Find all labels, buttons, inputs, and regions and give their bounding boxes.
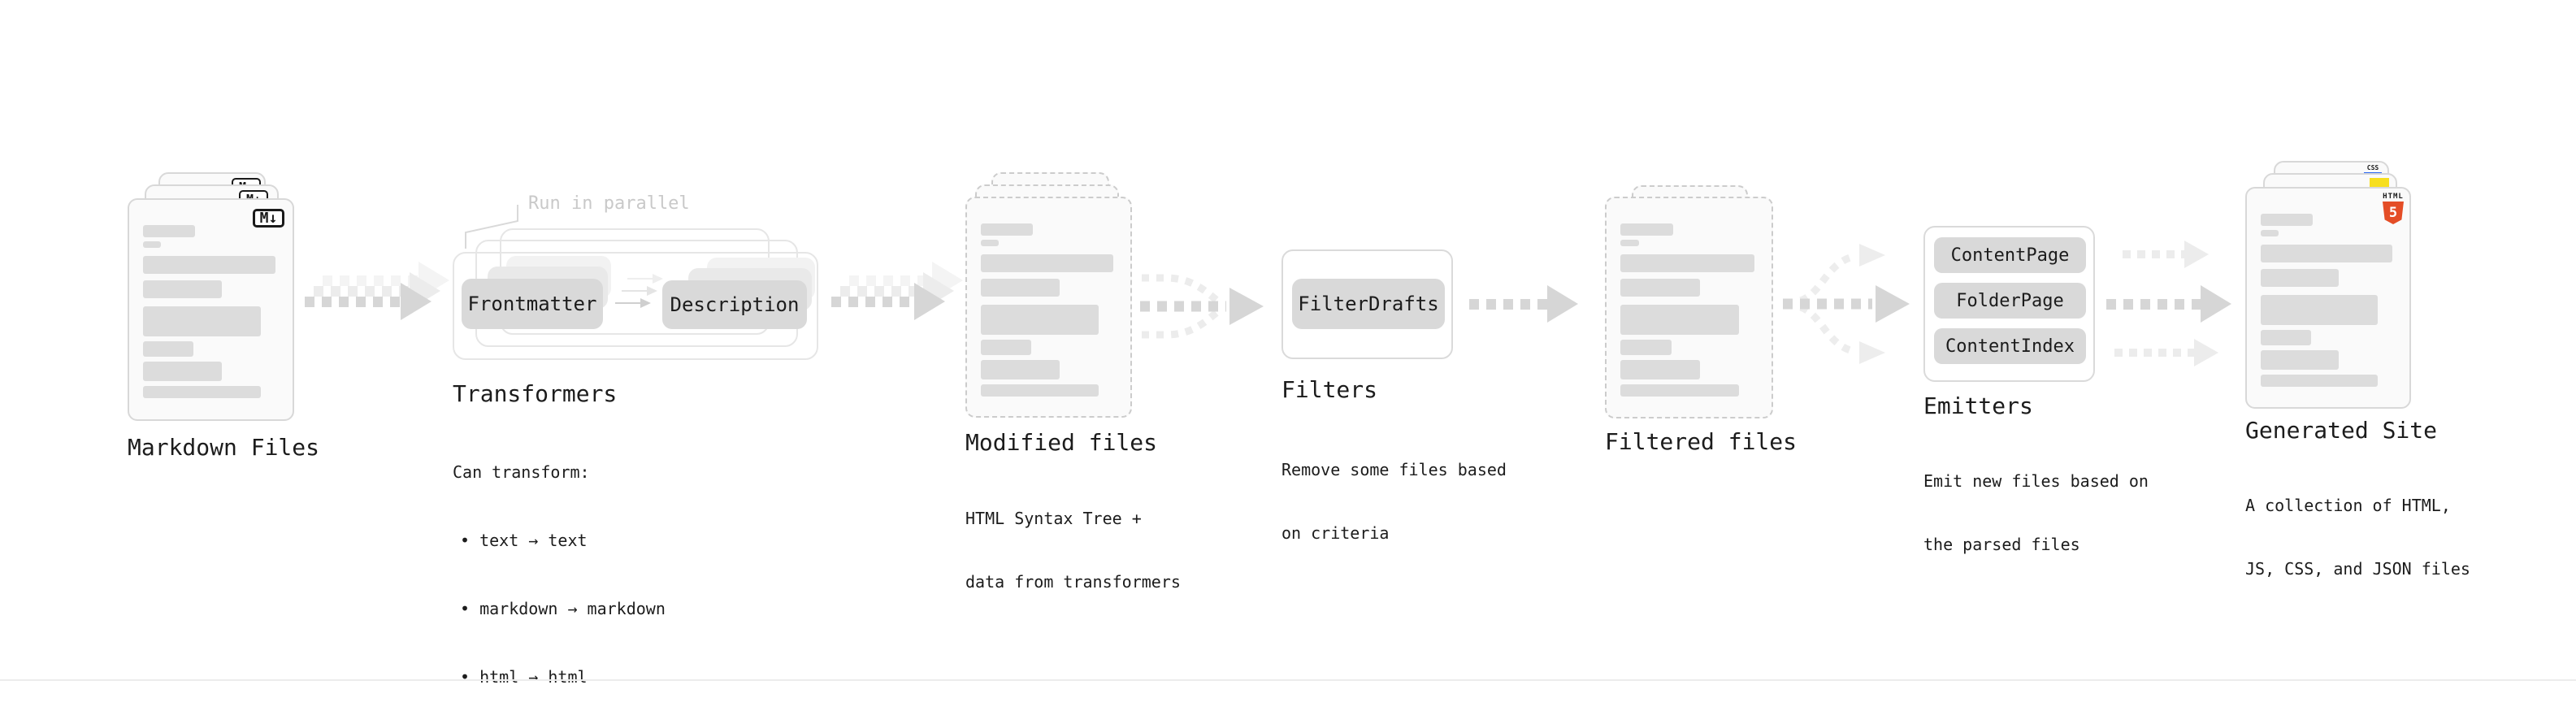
- frontmatter-pill: Frontmatter: [462, 279, 603, 329]
- note-line: HTML Syntax Tree +: [965, 509, 1142, 528]
- placeholder-line: [981, 223, 1034, 236]
- emitters-label: Emitters: [1923, 392, 2033, 419]
- placeholder-line: [143, 225, 196, 237]
- run-in-parallel-annotation: Run in parallel: [528, 193, 690, 214]
- placeholder-line: [981, 360, 1060, 379]
- placeholder-line: [981, 340, 1032, 355]
- placeholder-line: [2261, 269, 2339, 287]
- arrow-right-icon: [305, 283, 432, 320]
- mini-arrow-icon: [615, 298, 651, 308]
- filtered-files-label: Filtered files: [1605, 428, 1798, 455]
- placeholder-line: [981, 384, 1099, 397]
- note-line: • html → html: [460, 667, 588, 687]
- note-line: the parsed files: [1923, 535, 2080, 554]
- filterdrafts-pill: FilterDrafts: [1292, 279, 1445, 329]
- note-line: A collection of HTML,: [2245, 496, 2451, 515]
- mini-arrow-icon: [622, 286, 657, 296]
- description-pill: Description: [662, 280, 807, 329]
- arrow-right-icon: [831, 283, 945, 320]
- placeholder-line: [2261, 230, 2279, 236]
- placeholder-line: [143, 341, 194, 357]
- generated-site-label: Generated Site: [2245, 417, 2438, 444]
- transformers-notes: Can transform: • text → text • markdown …: [453, 415, 666, 711]
- arrow-filters-to-filtered: [1469, 285, 1578, 323]
- modified-files-label: Modified files: [965, 429, 1158, 456]
- arrow-emitter-top: [2123, 241, 2209, 268]
- bottom-edge-line: [0, 679, 2576, 681]
- markdown-icon: M↓: [253, 209, 284, 228]
- placeholder-line: [2261, 375, 2378, 387]
- filters-notes: Remove some files based on criteria: [1281, 417, 1507, 565]
- note-line: Emit new files based on: [1923, 471, 2149, 491]
- markdown-file-card-front: M↓: [128, 198, 294, 421]
- placeholder-line: [1620, 340, 1672, 355]
- placeholder-line: [1620, 223, 1674, 236]
- transformers-frame-front: [453, 252, 818, 360]
- arrow-filtered-to-emitters-fork: [1783, 244, 1910, 364]
- placeholder-line: [2261, 330, 2311, 345]
- js-badge-icon: [2370, 178, 2389, 188]
- placeholder-line: [143, 256, 275, 274]
- placeholder-line: [1620, 305, 1740, 335]
- placeholder-line: [2261, 245, 2392, 262]
- markdown-files-label: Markdown Files: [128, 434, 320, 461]
- placeholder-line: [1620, 360, 1700, 379]
- note-line: JS, CSS, and JSON files: [2245, 559, 2470, 579]
- contentpage-pill: ContentPage: [1934, 237, 2086, 273]
- filters-label: Filters: [1281, 376, 1378, 403]
- placeholder-line: [2261, 295, 2378, 325]
- mini-arrow-icon: [627, 274, 663, 284]
- modified-files-notes: HTML Syntax Tree + data from transformer…: [965, 466, 1181, 613]
- placeholder-line: [143, 386, 261, 398]
- generated-site-notes: A collection of HTML, JS, CSS, and JSON …: [2245, 453, 2470, 600]
- note-line: Can transform:: [453, 462, 590, 482]
- folderpage-pill: FolderPage: [1934, 283, 2086, 319]
- arrow-emitter-bottom: [2114, 339, 2218, 366]
- filtered-file-card-front: [1605, 197, 1773, 418]
- generated-file-card-front: HTML 5: [2245, 187, 2411, 409]
- placeholder-line: [1620, 384, 1740, 397]
- placeholder-line: [981, 240, 1000, 246]
- arrow-emitter-middle: [2106, 285, 2231, 323]
- placeholder-line: [2261, 214, 2313, 226]
- placeholder-line: [1620, 254, 1754, 272]
- note-line: data from transformers: [965, 572, 1181, 592]
- emitters-notes: Emit new files based on the parsed files: [1923, 428, 2149, 576]
- note-line: Remove some files based: [1281, 460, 1507, 479]
- contentindex-pill: ContentIndex: [1934, 328, 2086, 364]
- placeholder-line: [1620, 279, 1700, 297]
- modified-file-card-front: [965, 197, 1132, 418]
- placeholder-line: [2261, 350, 2339, 370]
- html5-logo-icon: HTML 5: [2382, 193, 2405, 224]
- placeholder-line: [981, 305, 1099, 335]
- placeholder-line: [981, 254, 1113, 272]
- placeholder-line: [143, 306, 261, 336]
- run-in-parallel-callout-line: [465, 205, 518, 249]
- transformers-label: Transformers: [453, 380, 618, 407]
- pipeline-diagram: { "nodes": { "markdown_files": { "label"…: [0, 161, 2576, 687]
- placeholder-line: [143, 241, 162, 248]
- note-line: on criteria: [1281, 523, 1390, 543]
- note-line: • text → text: [460, 531, 588, 550]
- arrow-modified-to-filters-merge: [1140, 274, 1264, 339]
- placeholder-line: [1620, 240, 1639, 246]
- placeholder-line: [981, 279, 1060, 297]
- placeholder-line: [143, 280, 222, 298]
- placeholder-line: [143, 362, 222, 381]
- note-line: • markdown → markdown: [460, 599, 666, 618]
